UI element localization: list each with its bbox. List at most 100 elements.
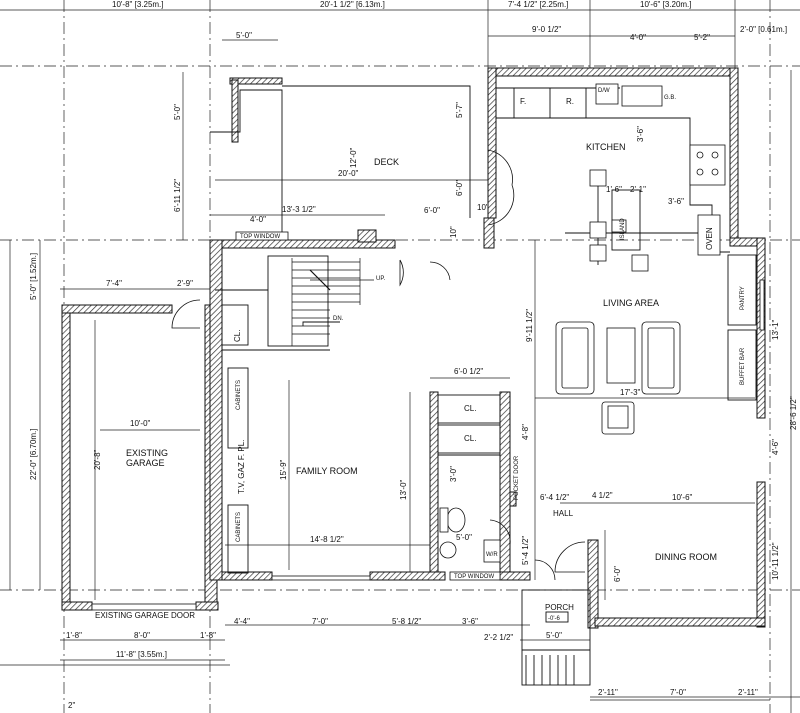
room-label-porch: PORCH (545, 603, 574, 612)
closet-label-2: CL. (464, 404, 476, 413)
room-label-existing-garage-door: EXISTING GARAGE DOOR (95, 611, 195, 620)
dim-bath-130: 13'-0" (399, 479, 408, 500)
dim-bath-30: 3'-0" (449, 466, 458, 482)
dim-lv-173: 17'-3" (620, 388, 641, 397)
dim-r-131: 13'-1" (771, 319, 780, 340)
garage-label-line-2: GARAGE (126, 458, 165, 468)
porch-level: -0'-6 (548, 616, 560, 622)
room-label-living-area: LIVING AREA (603, 298, 659, 308)
dim-deck-12: 12'-0" (349, 147, 358, 168)
living-furniture (555, 321, 681, 435)
dim-bot-118: 11'-8" [3.55m.] (116, 650, 167, 659)
dim-bot-50: 5'-0" (546, 631, 562, 640)
buffet-bar-label: BUFFET BAR (740, 347, 746, 385)
dim-k-3: 5'-2" (694, 33, 710, 42)
dim-bot-211a: 2'-11" (598, 688, 618, 697)
dim-hall-4: 4 1/2" (592, 491, 613, 500)
dim-lv-911: 9'-11 1/2" (525, 309, 534, 342)
dim-deck-10a: 10" (477, 203, 489, 212)
windows (91, 231, 765, 611)
dim-top-3: 7'-4 1/2" [2.25m.] (508, 0, 568, 9)
room-label-existing-garage: EXISTING GARAGE (126, 448, 171, 468)
dim-top-2: 20'-1 1/2" [6.13m.] (320, 0, 385, 9)
dim-g-208: 20'-8" (93, 449, 102, 470)
stairs-down-label: DN. (333, 316, 344, 322)
dim-left-5: 5'-0" [1.52m.] (29, 253, 38, 300)
cabinets-label-top: CABINETS (236, 380, 242, 410)
dim-fr-159: 15'-9" (279, 459, 288, 480)
dim-dr-106: 10'-6" (672, 493, 693, 502)
dim-dr-1011: 10'-11 1/2" (771, 542, 780, 580)
dim-bath-50: 5'-0" (456, 533, 472, 542)
room-label-hall: HALL (553, 509, 574, 518)
dim-deck-6: 6'-0" (424, 206, 440, 215)
dim-r-46: 4'-6" (771, 439, 780, 455)
washer-dryer-label: W/R (486, 552, 498, 558)
closet-label-1: CL. (233, 330, 242, 342)
room-label-family-room: FAMILY ROOM (296, 466, 358, 476)
pocket-door-label: POCKET DOOR (514, 455, 520, 500)
oven-label: OVEN (705, 227, 714, 250)
dim-top-1: 10'-8" [3.25m.] (112, 0, 164, 9)
dim-deck-10b: 10" (449, 226, 458, 238)
dim-cl-60: 6'-0 1/2" (454, 367, 483, 376)
dim-k-36: 3'-6" (636, 126, 645, 142)
dim-deck-h2: 6'-11 1/2" (173, 179, 182, 212)
dim-k-36b: 3'-6" (668, 197, 684, 206)
top-window-label-2: TOP WINDOW (454, 574, 494, 580)
dim-bot-18b: 1'-8" (200, 631, 216, 640)
dim-top-5: 2'-0" [0.61m.] (740, 25, 787, 34)
door-swings (171, 149, 586, 581)
tv-fireplace-label: T.V, GAZ F. PL. (237, 440, 246, 494)
dim-k-2: 4'-0" (630, 33, 646, 42)
dimension-labels: 10'-8" [3.25m.] 20'-1 1/2" [6.13m.] 7'-4… (29, 0, 798, 710)
dim-deck-57: 5'-7" (455, 102, 464, 118)
bathroom-fixtures (439, 507, 501, 563)
top-window-label-1: TOP WINDOW (240, 234, 280, 240)
fridge-label: F. (520, 97, 526, 106)
dim-k-21: 2'-1" (630, 185, 646, 194)
dim-bot-80: 8'-0" (134, 631, 150, 640)
dim-deck-13: 13'-3 1/2" (282, 205, 316, 214)
dim-bot-44: 4'-4" (234, 617, 250, 626)
range-label: R. (566, 97, 574, 106)
dim-deck-4: 4'-0" (250, 215, 266, 224)
dim-r-286: 28'-6 1/2" (789, 396, 798, 430)
dim-g-74: 7'-4" (106, 279, 122, 288)
dishwasher-label: D/W (598, 88, 610, 94)
dim-left-22: 22'-0" [6.70m.] (29, 428, 38, 480)
dim-deck-20: 20'-0" (338, 169, 359, 178)
dim-deck-60: 6'-0" (455, 180, 464, 196)
room-label-kitchen: KITCHEN (586, 142, 626, 152)
dim-deck-w: 5'-0" (236, 31, 252, 40)
closet-label-3: CL. (464, 434, 476, 443)
dim-top-4: 10'-6" [3.20m.] (640, 0, 692, 9)
kitchen-fixtures (589, 83, 726, 272)
island-label: ISLAND (620, 218, 626, 240)
garage-label-line-1: EXISTING (126, 448, 168, 458)
dim-cl-48: 4'-8" (521, 424, 530, 440)
dim-k-1: 9'-0 1/2" (532, 25, 561, 34)
dim-dr-60: 6'-0" (613, 566, 622, 582)
staircase (291, 258, 374, 346)
dim-hall-54: 5'-4 1/2" (521, 536, 530, 565)
dim-bot-70: 7'-0" (312, 617, 328, 626)
room-label-dining-room: DINING ROOM (655, 552, 717, 562)
pantry-label: PANTRY (740, 286, 746, 310)
dim-bot-36: 3'-6" (462, 617, 478, 626)
dim-g-29: 2'-9" (177, 279, 193, 288)
dim-bot-2: 2" (68, 701, 75, 710)
cabinets-label-bottom: CABINETS (236, 512, 242, 542)
dim-bot-22: 2'-2 1/2" (484, 633, 513, 642)
dim-bot-211b: 2'-11" (738, 688, 758, 697)
walls (61, 67, 766, 629)
garbage-bin-label: G.B. (664, 95, 676, 101)
dim-bot-18a: 1'-8" (66, 631, 82, 640)
dim-g-10: 10'-0" (130, 419, 151, 428)
stairs-up-label: UP. (376, 276, 386, 282)
porch-stairs (521, 589, 591, 686)
dim-k-16: 1'-6" (606, 185, 622, 194)
dim-hall-64: 6'-4 1/2" (540, 493, 569, 502)
dim-fr-148: 14'-8 1/2" (310, 535, 344, 544)
